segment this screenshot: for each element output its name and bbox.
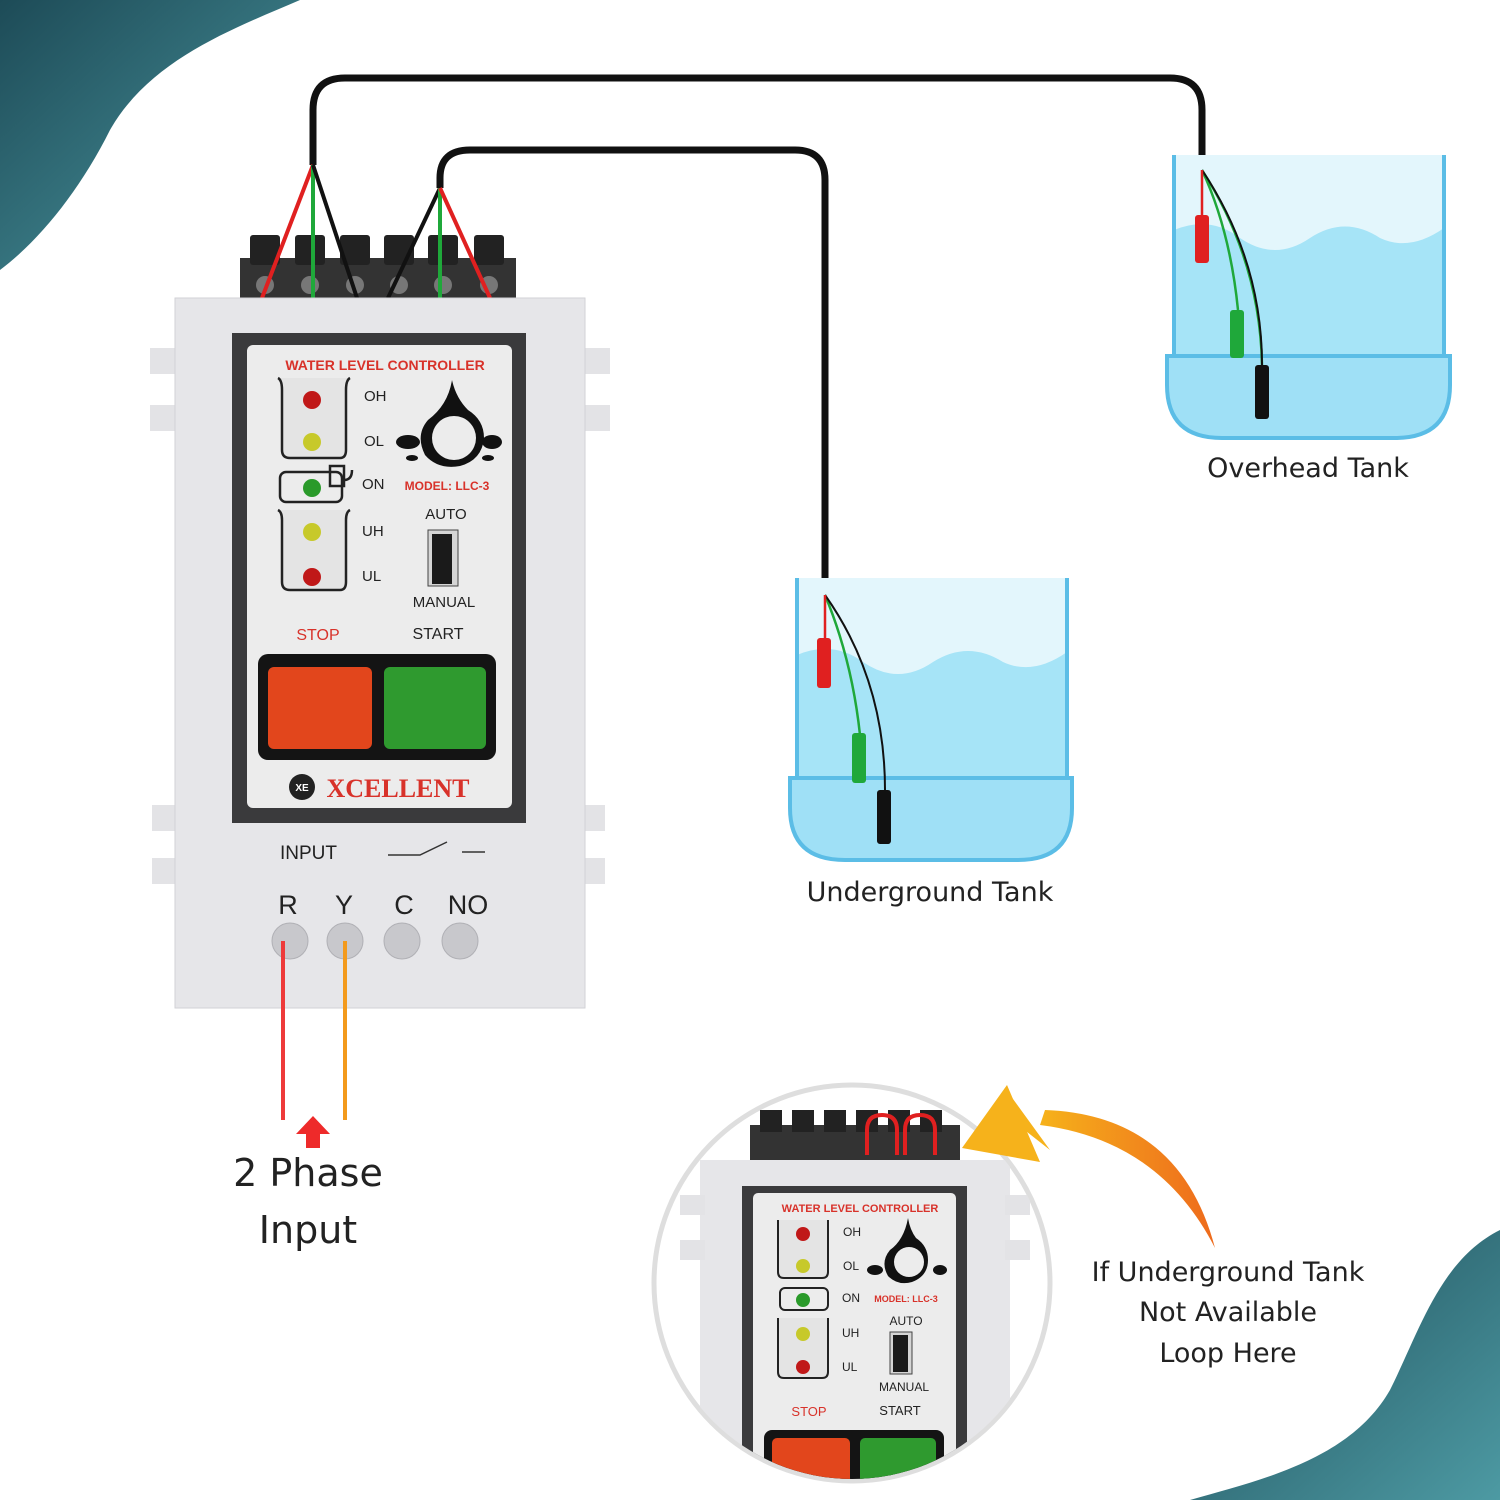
underground-tank-icon (277, 508, 351, 592)
terminal-no-label: NO (448, 890, 489, 920)
label-ul: UL (362, 568, 381, 585)
underground-tank-cable (436, 146, 829, 595)
led-ol (303, 433, 321, 451)
terminal-no-screw[interactable] (441, 922, 479, 960)
inset-stop-label: STOP (791, 1404, 826, 1419)
probe-green (852, 733, 866, 783)
probe-black (1255, 365, 1269, 419)
led-on (303, 479, 321, 497)
terminal-r-label: R (278, 890, 298, 920)
brand-logo: XCELLENT (326, 774, 469, 803)
led-oh (303, 391, 321, 409)
overhead-tank-cable (309, 74, 1206, 172)
corner-wave-bottom-right (1190, 1230, 1500, 1500)
inset-label-ol: OL (843, 1259, 859, 1273)
overhead-tank (1165, 155, 1452, 440)
inset-note-line3: Loop Here (1159, 1338, 1296, 1369)
loop-inset: WATER LEVEL CONTROLLER OH OL ON UH UL MO… (651, 1082, 1053, 1484)
probe-black (877, 790, 891, 844)
underground-tank (788, 578, 1074, 862)
input-label: INPUT (280, 843, 337, 864)
inset-label-on: ON (842, 1291, 860, 1305)
relay-switch-symbol (388, 841, 485, 856)
probe-red (817, 638, 831, 688)
model-label: MODEL: LLC-3 (405, 479, 490, 493)
underground-tank-label: Underground Tank (807, 877, 1054, 908)
label-oh: OH (364, 388, 387, 405)
terminal-y-label: Y (335, 890, 353, 920)
overhead-tank-label: Overhead Tank (1207, 453, 1409, 484)
inset-note-line1: If Underground Tank (1092, 1257, 1365, 1288)
probe-red (1195, 215, 1209, 263)
corner-wave-top-left (0, 0, 300, 270)
stop-label: STOP (296, 627, 339, 644)
sensor-wires (260, 164, 492, 299)
inset-auto-label: AUTO (889, 1314, 922, 1328)
terminal-r-screw[interactable] (271, 922, 309, 960)
auto-manual-switch[interactable] (427, 529, 459, 587)
inset-label-oh: OH (843, 1225, 861, 1239)
label-ol: OL (364, 433, 384, 450)
inset-start-label: START (879, 1403, 920, 1418)
label-uh: UH (362, 523, 384, 540)
inset-model-label: MODEL: LLC-3 (874, 1294, 938, 1304)
input-caption-line1: 2 Phase (233, 1151, 383, 1195)
input-caption-line2: Input (259, 1208, 357, 1252)
pump-icon (278, 464, 354, 504)
inset-label-ul: UL (842, 1360, 858, 1374)
stop-button[interactable] (268, 667, 372, 749)
start-label: START (413, 626, 464, 643)
loop-wire (865, 1112, 937, 1155)
brand-badge (289, 774, 315, 800)
label-on: ON (362, 476, 385, 493)
up-arrow-icon (296, 1116, 330, 1148)
water-drop-logo (396, 380, 502, 467)
manual-label: MANUAL (413, 594, 476, 611)
inset-label-uh: UH (842, 1326, 859, 1340)
inset-controller-title: WATER LEVEL CONTROLLER (782, 1203, 939, 1215)
overhead-tank-icon (277, 376, 351, 460)
auto-label: AUTO (425, 506, 466, 523)
terminal-c-label: C (394, 890, 414, 920)
water-level-controller: WATER LEVEL CONTROLLER OH OL ON UH UL MO… (150, 297, 610, 1009)
controller-title: WATER LEVEL CONTROLLER (285, 357, 484, 373)
inset-note-line2: Not Available (1139, 1297, 1317, 1328)
brand-badge-text: XE (295, 783, 309, 794)
terminal-block (240, 235, 516, 300)
inset-manual-label: MANUAL (879, 1380, 929, 1394)
probe-green (1230, 310, 1244, 358)
terminal-c-screw[interactable] (383, 922, 421, 960)
led-ul (303, 568, 321, 586)
start-button[interactable] (384, 667, 486, 749)
led-uh (303, 523, 321, 541)
curved-arrow-icon (962, 1085, 1215, 1248)
